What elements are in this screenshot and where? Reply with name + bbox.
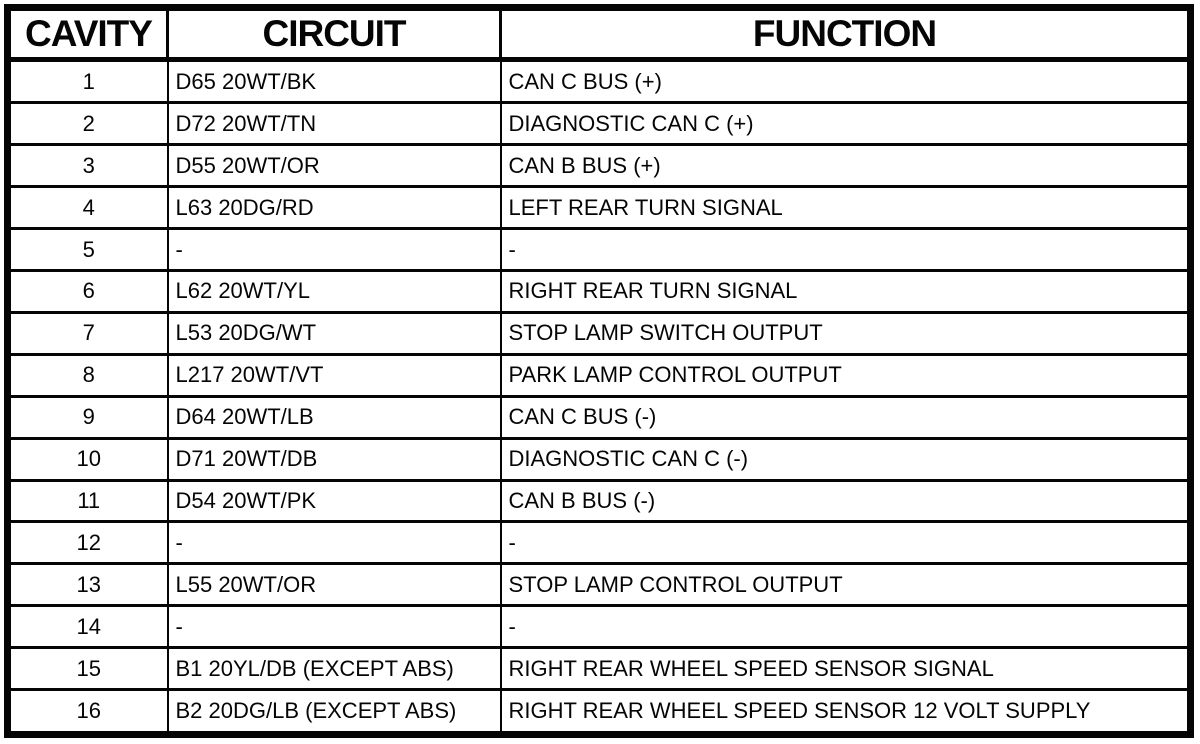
circuit-cell: L217 20WT/VT bbox=[166, 352, 502, 398]
cavity-cell: 15 bbox=[6, 646, 169, 692]
cavity-cell: 13 bbox=[6, 562, 169, 608]
cavity-cell: 6 bbox=[6, 268, 169, 314]
function-cell: DIAGNOSTIC CAN C (-) bbox=[499, 436, 1192, 482]
header-row: CAVITY CIRCUIT FUNCTION bbox=[6, 6, 1192, 62]
table-row: 14-- bbox=[6, 604, 1192, 650]
function-cell: - bbox=[499, 604, 1192, 650]
circuit-cell: L63 20DG/RD bbox=[166, 185, 502, 231]
column-header-function: FUNCTION bbox=[499, 6, 1192, 62]
circuit-cell: - bbox=[166, 520, 502, 566]
cavity-cell: 4 bbox=[6, 185, 169, 231]
table-row: 5-- bbox=[6, 227, 1192, 272]
circuit-cell: D71 20WT/DB bbox=[166, 436, 502, 482]
table-row: 12-- bbox=[6, 520, 1192, 566]
circuit-cell: D72 20WT/TN bbox=[166, 101, 502, 147]
cavity-cell: 1 bbox=[6, 57, 169, 105]
circuit-cell: D55 20WT/OR bbox=[166, 143, 502, 189]
cavity-cell: 16 bbox=[6, 688, 169, 736]
cavity-cell: 12 bbox=[6, 520, 169, 566]
circuit-cell: D65 20WT/BK bbox=[166, 57, 502, 105]
function-cell: PARK LAMP CONTROL OUTPUT bbox=[499, 352, 1192, 398]
function-cell: RIGHT REAR WHEEL SPEED SENSOR 12 VOLT SU… bbox=[499, 688, 1192, 736]
cavity-cell: 5 bbox=[6, 227, 169, 272]
function-cell: STOP LAMP CONTROL OUTPUT bbox=[499, 562, 1192, 608]
cavity-cell: 10 bbox=[6, 436, 169, 482]
circuit-cell: D64 20WT/LB bbox=[166, 394, 502, 440]
function-cell: LEFT REAR TURN SIGNAL bbox=[499, 185, 1192, 231]
function-cell: - bbox=[499, 227, 1192, 272]
cavity-cell: 2 bbox=[6, 101, 169, 147]
circuit-cell: B1 20YL/DB (EXCEPT ABS) bbox=[166, 646, 502, 692]
circuit-cell: - bbox=[166, 227, 502, 272]
cavity-cell: 9 bbox=[6, 394, 169, 440]
function-cell: RIGHT REAR TURN SIGNAL bbox=[499, 268, 1192, 314]
function-cell: CAN B BUS (+) bbox=[499, 143, 1192, 189]
circuit-cell: L55 20WT/OR bbox=[166, 562, 502, 608]
cavity-cell: 11 bbox=[6, 478, 169, 524]
cavity-cell: 3 bbox=[6, 143, 169, 189]
circuit-cell: B2 20DG/LB (EXCEPT ABS) bbox=[166, 688, 502, 736]
function-cell: DIAGNOSTIC CAN C (+) bbox=[499, 101, 1192, 147]
cavity-cell: 14 bbox=[6, 604, 169, 650]
circuit-cell: L62 20WT/YL bbox=[166, 268, 502, 314]
column-header-cavity: CAVITY bbox=[6, 6, 169, 62]
circuit-cell: D54 20WT/PK bbox=[166, 478, 502, 524]
table-header: CAVITY CIRCUIT FUNCTION bbox=[6, 6, 1192, 62]
function-cell: CAN B BUS (-) bbox=[499, 478, 1192, 524]
cavity-cell: 8 bbox=[6, 352, 169, 398]
column-header-circuit: CIRCUIT bbox=[166, 6, 502, 62]
function-cell: CAN C BUS (+) bbox=[499, 57, 1192, 105]
circuit-cell: - bbox=[166, 604, 502, 650]
function-cell: CAN C BUS (-) bbox=[499, 394, 1192, 440]
circuit-cell: L53 20DG/WT bbox=[166, 310, 502, 356]
function-cell: STOP LAMP SWITCH OUTPUT bbox=[499, 310, 1192, 356]
function-cell: - bbox=[499, 520, 1192, 566]
function-cell: RIGHT REAR WHEEL SPEED SENSOR SIGNAL bbox=[499, 646, 1192, 692]
cavity-cell: 7 bbox=[6, 310, 169, 356]
